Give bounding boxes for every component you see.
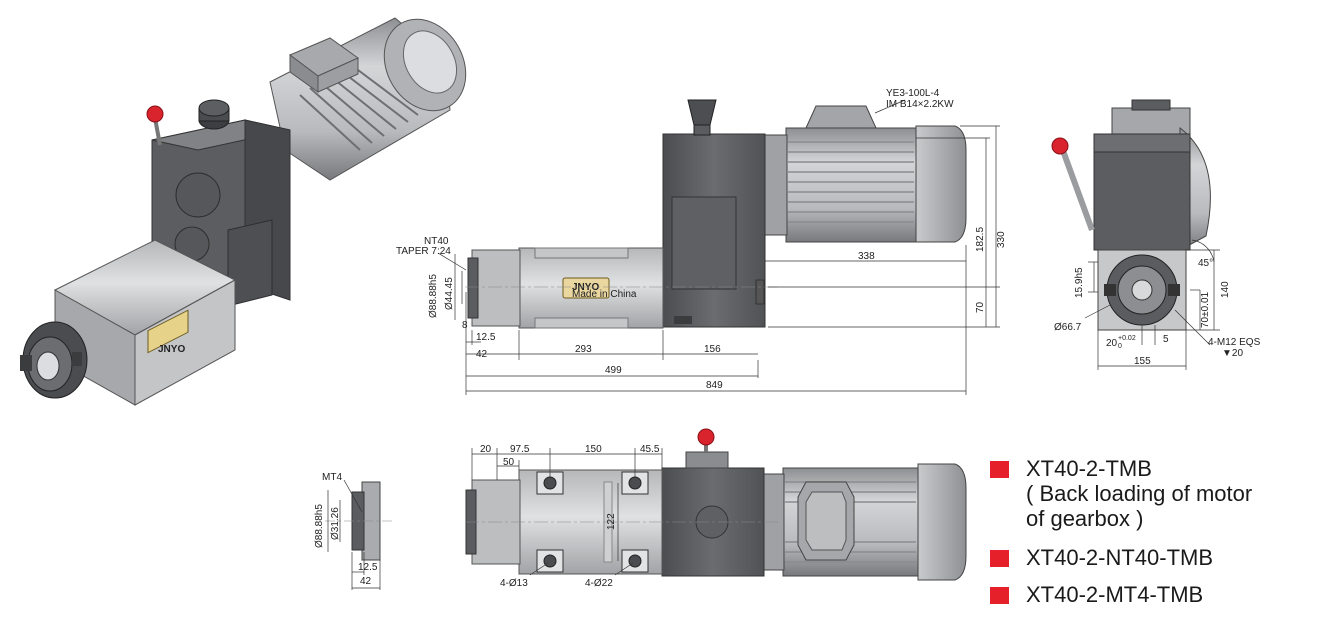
motor-label-line2: IM B14×2.2KW <box>886 99 954 110</box>
iso-lever-ball <box>146 105 164 123</box>
mt4-label: MT4 <box>322 472 342 483</box>
front-dim-70: 70 <box>975 301 986 313</box>
front-dim-8: 8 <box>462 320 468 331</box>
side-tol-upper: +0.02 <box>1118 335 1136 342</box>
front-bore-diameter: Ø44.45 <box>444 277 455 310</box>
model-list: XT40-2-TMB ( Back loading of motor of ge… <box>990 456 1330 607</box>
front-dim-156: 156 <box>704 344 721 355</box>
side-dim-155: 155 <box>1134 356 1151 367</box>
side-dim-140: 140 <box>1220 281 1231 298</box>
front-taper-label: TAPER 7:24 <box>396 246 451 257</box>
front-knob <box>687 99 717 126</box>
red-square-icon <box>990 550 1009 567</box>
iso-brand-plate <box>147 309 189 354</box>
front-motor <box>785 127 917 243</box>
side-gearbox <box>1093 133 1191 251</box>
bottom-view: 20 97.5 50 150 45.5 122 4-Ø13 4-Ø22 <box>465 428 967 589</box>
iso-brand-text: JNYO <box>158 344 185 355</box>
bottom-dim-97-5: 97.5 <box>510 444 530 455</box>
side-lever-ball <box>1051 137 1069 155</box>
side-dim-70: 70±0.01 <box>1200 291 1211 328</box>
side-dim-20: 20 <box>1106 338 1118 349</box>
bottom-dim-122: 122 <box>606 513 617 530</box>
bottom-motor-endcap <box>917 463 967 581</box>
bottom-dim-20: 20 <box>480 444 492 455</box>
front-dim-849: 849 <box>706 380 723 391</box>
front-flange-diameter: Ø88.88h5 <box>428 274 439 318</box>
front-dim-330: 330 <box>996 231 1007 248</box>
mt4-view: MT4 Ø88.88h5 Ø31.26 12.5 42 <box>314 472 395 590</box>
mt4-bore-diameter: Ø31.26 <box>330 507 341 540</box>
isometric-view: JNYO <box>20 17 467 406</box>
front-dim-42: 42 <box>476 349 488 360</box>
model-note-line1: ( Back loading of motor <box>1026 481 1253 506</box>
model-item-xt40-2-tmb: XT40-2-TMB ( Back loading of motor of ge… <box>990 456 1330 531</box>
side-dim-45: 45° <box>1198 258 1213 269</box>
side-thread-label: 4-M12 EQS <box>1208 337 1261 348</box>
front-dim-293: 293 <box>575 344 592 355</box>
side-dim-66-7: Ø66.7 <box>1054 322 1082 333</box>
bottom-dim-150: 150 <box>585 444 602 455</box>
mt4-flange-diameter: Ø88.88h5 <box>314 504 325 548</box>
front-dim-182-5: 182.5 <box>975 227 986 252</box>
side-tol-lower: 0 <box>1118 343 1122 350</box>
mount-holes <box>536 471 649 573</box>
model-name: XT40-2-MT4-TMB <box>1026 582 1204 607</box>
front-brand-plate <box>562 277 610 299</box>
model-item-xt40-2-mt4-tmb: XT40-2-MT4-TMB <box>990 582 1330 607</box>
bottom-holes-large: 4-Ø22 <box>585 578 613 589</box>
bottom-holes-small: 4-Ø13 <box>500 578 528 589</box>
model-name: XT40-2-TMB <box>1026 456 1152 481</box>
front-terminal-box <box>805 105 877 129</box>
front-brand-text: JNYO <box>572 282 599 293</box>
bottom-lever-ball <box>697 428 715 446</box>
front-dim-499: 499 <box>605 365 622 376</box>
front-elevation: JNYO Made in China NT40 TAPER 7:24 Ø88.8… <box>396 88 1007 395</box>
front-motor-endcap <box>915 125 967 243</box>
side-elevation: 15.9h5 140 70±0.01 45° Ø66.7 20 +0.02 0 … <box>1051 99 1261 370</box>
side-dim-5: 5 <box>1163 334 1169 345</box>
front-nt40-label: NT40 <box>424 236 449 247</box>
side-depth-label: ▼20 <box>1222 348 1243 359</box>
model-name: XT40-2-NT40-TMB <box>1026 545 1214 570</box>
side-lever <box>1059 146 1095 232</box>
red-square-icon <box>990 587 1009 604</box>
side-dim-15-9: 15.9h5 <box>1074 267 1085 298</box>
front-dim-338: 338 <box>858 251 875 262</box>
bottom-dim-45-5: 45.5 <box>640 444 660 455</box>
side-motor-top <box>1111 107 1191 137</box>
model-item-xt40-2-nt40-tmb: XT40-2-NT40-TMB <box>990 545 1330 570</box>
motor-label-line1: YE3-100L-4 <box>886 88 940 99</box>
iso-lever <box>153 117 162 146</box>
front-brand-sub: Made in China <box>572 289 637 300</box>
bottom-dim-50: 50 <box>503 457 515 468</box>
mt4-dim-42: 42 <box>360 576 372 587</box>
red-square-icon <box>990 461 1009 478</box>
model-note-line2: of gearbox ) <box>1026 506 1144 531</box>
front-dim-12-5: 12.5 <box>476 332 496 343</box>
front-nose <box>471 249 521 327</box>
iso-motor-fins <box>299 63 419 151</box>
mt4-dim-12-5: 12.5 <box>358 562 378 573</box>
front-motor-flange <box>764 134 788 236</box>
